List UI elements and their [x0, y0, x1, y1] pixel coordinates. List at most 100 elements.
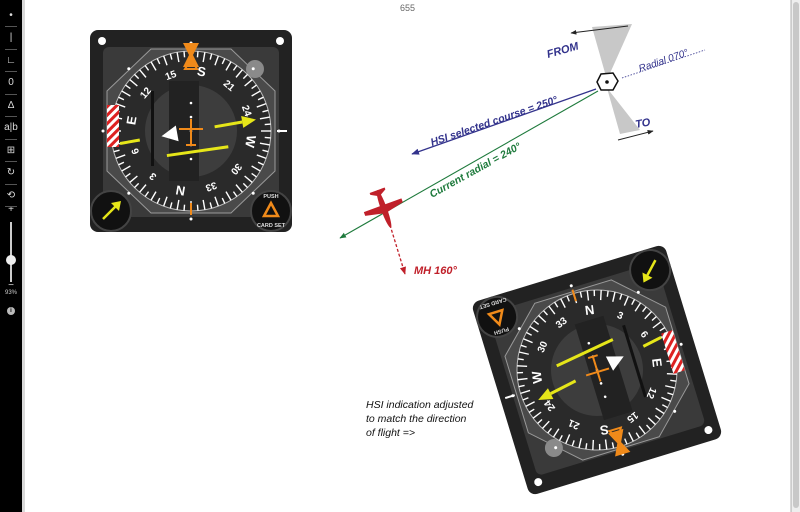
point-tool-button[interactable]: •	[0, 6, 22, 24]
compass-tick	[670, 379, 677, 382]
compass-label: E	[649, 357, 665, 368]
selected-course-label: HSI selected course = 250°	[429, 94, 560, 149]
compass-tick	[538, 314, 547, 323]
history-tool-button[interactable]: ⟲	[0, 186, 22, 204]
compass-tick	[121, 90, 131, 97]
compass-label: 12	[643, 386, 658, 401]
compass-tick	[232, 65, 238, 71]
caption-line: HSI indication adjusted	[366, 399, 475, 411]
compass-tick	[644, 311, 653, 320]
toolbar-divider	[5, 183, 17, 185]
compass-tick	[566, 295, 570, 302]
compass-tick	[156, 197, 161, 204]
text-tool-icon: a|b	[4, 122, 18, 133]
compass-tick	[522, 397, 529, 401]
zoom-in-button[interactable]: +	[8, 203, 14, 215]
compass-tick	[176, 52, 180, 63]
compass-tick	[232, 191, 238, 197]
compass-tick	[144, 191, 150, 197]
course-arrow-head	[241, 116, 256, 128]
ellipse-tool-icon: 0	[8, 77, 14, 88]
rotate-tool-button[interactable]: ↻	[0, 164, 22, 182]
compass-tick	[571, 440, 575, 447]
ellipse-tool-button[interactable]: 0	[0, 74, 22, 92]
caption-line: of flight =>	[366, 427, 415, 439]
compass-tick	[554, 301, 559, 308]
compass-tick	[251, 172, 257, 178]
compass-label: W	[529, 370, 545, 385]
compass-tick	[565, 434, 571, 444]
knob-text-push: PUSH	[493, 325, 509, 335]
angle-tool-button[interactable]: ∟	[0, 51, 22, 69]
compass-tick	[634, 302, 642, 312]
compass-tick	[665, 385, 676, 389]
course-tail	[642, 335, 662, 348]
compass-tick	[235, 69, 243, 78]
compass-tick	[202, 199, 206, 210]
compass-tick	[523, 338, 533, 344]
history-tool-icon: ⟲	[6, 189, 16, 201]
compass-tick	[162, 196, 168, 207]
compass-label: W	[242, 134, 259, 149]
compass-tick	[183, 51, 186, 58]
compass-tick	[578, 438, 582, 449]
text-tool-button[interactable]: a|b	[0, 119, 22, 137]
info-button[interactable]: i	[0, 302, 22, 320]
compass-tick	[599, 290, 602, 301]
course-needle	[119, 116, 256, 158]
compass-tick	[196, 204, 199, 211]
radial-label: Radial 070°	[637, 48, 690, 75]
compass-tick	[529, 325, 539, 333]
zoom-slider[interactable]	[10, 222, 12, 282]
scrollbar-thumb[interactable]	[793, 2, 799, 508]
rotate-tool-icon: ↻	[6, 167, 16, 178]
compass-tick	[558, 435, 563, 441]
to-label: TO	[634, 116, 651, 131]
compass-tick	[520, 389, 531, 395]
heading-knob-triangle-icon	[261, 200, 281, 218]
compass-tick	[652, 321, 662, 329]
grid-tool-button[interactable]: ⊞	[0, 141, 22, 159]
indicator-lamp	[246, 60, 264, 78]
compass-tick	[661, 396, 671, 402]
compass-label: 21	[566, 416, 581, 431]
zoom-out-button[interactable]: −	[8, 279, 14, 291]
vertical-scrollbar[interactable]	[791, 0, 800, 512]
triangle-tool-button[interactable]: ∆	[0, 96, 22, 114]
compass-tick	[209, 53, 213, 60]
angle-tool-icon: ∟	[6, 54, 16, 66]
zoom-level: 93%	[4, 290, 17, 296]
compass-tick	[560, 298, 566, 308]
compass-label: S	[599, 422, 610, 438]
compass-tick	[611, 442, 615, 449]
deviation-dot	[603, 395, 607, 399]
compass-tick	[520, 344, 527, 348]
zoom-slider-handle[interactable]	[6, 255, 16, 265]
to-cone	[607, 88, 640, 134]
deviation-dot	[599, 382, 603, 385]
compass-tick	[645, 424, 652, 430]
compass-tick	[259, 116, 270, 120]
compass-tick	[202, 52, 206, 63]
compass-tick	[183, 204, 186, 211]
glideslope-bar	[622, 324, 647, 398]
compass-tick	[176, 199, 180, 210]
compass-tick	[125, 84, 131, 90]
course-knob-arrow-icon	[102, 204, 118, 220]
bezel-mark	[554, 446, 558, 450]
bezel-mark	[127, 67, 131, 71]
compass-tick	[518, 351, 529, 355]
compass-tick	[548, 305, 556, 315]
selected-course-arrow	[411, 88, 597, 155]
compass-tick	[115, 154, 126, 160]
compass-label: E	[123, 115, 139, 126]
compass-tick	[631, 299, 636, 305]
compass-tick	[619, 293, 623, 300]
line-tool-button[interactable]: |	[0, 29, 22, 47]
compass-tick	[635, 432, 640, 439]
compass-label: 3	[615, 310, 625, 322]
deviation-dot	[587, 341, 591, 345]
vor-center-dot	[605, 80, 609, 84]
course-pointer	[549, 379, 577, 395]
